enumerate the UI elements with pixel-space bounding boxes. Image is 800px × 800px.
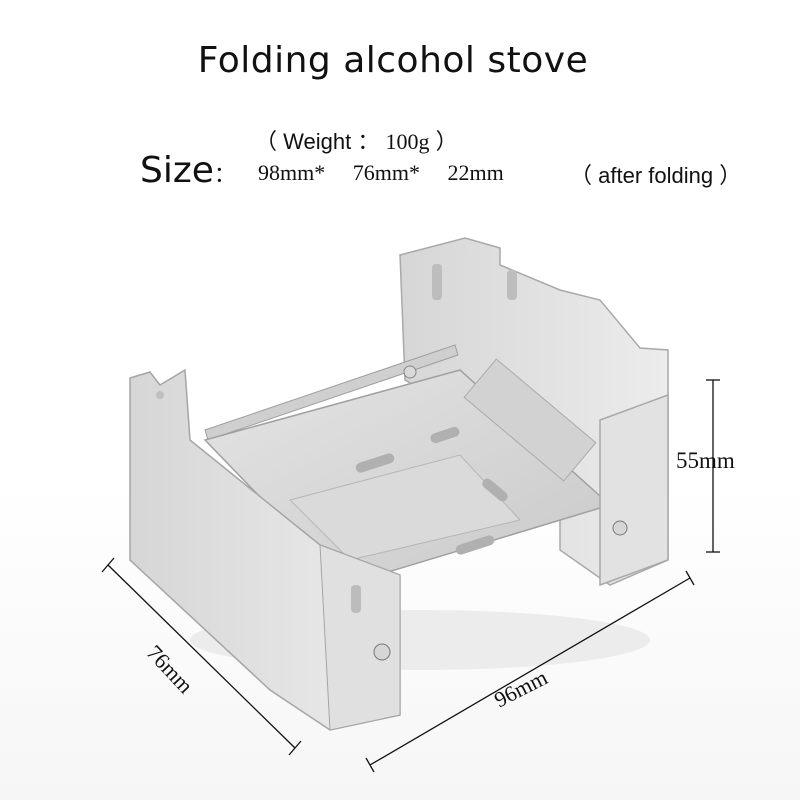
size-values: 98mm* 76mm* 22mm (258, 160, 526, 186)
size-dim-2: 76mm* (352, 160, 420, 185)
size-label-group: Size： (140, 150, 236, 191)
folding-note-text: after folding (598, 163, 714, 188)
weight-close-paren: ） (435, 129, 458, 154)
rivet-top (403, 365, 417, 379)
stove-right-leg (599, 393, 669, 587)
tray-slot-2 (430, 426, 460, 444)
folding-note: （ after folding ） (570, 158, 741, 190)
back-slot-1 (432, 264, 442, 300)
tray-slot-4 (455, 535, 495, 555)
stove-front-plate (319, 544, 401, 731)
stove-top-bar (204, 344, 459, 441)
folding-note-open-paren: （ (570, 163, 593, 188)
front-slot-1 (351, 585, 361, 613)
size-label: Size (140, 150, 214, 191)
size-colon: ： (213, 163, 236, 188)
tray-side-plate (463, 358, 597, 482)
rivet-right (612, 520, 628, 536)
folding-note-close-paren: ） (719, 163, 742, 188)
weight-line: （ Weight ： 100g ） (255, 124, 458, 156)
size-dim-3: 22mm (447, 160, 504, 185)
left-hole (156, 391, 164, 399)
dimension-lines (101, 379, 720, 773)
back-slot-2 (507, 270, 517, 300)
size-dim-1: 98mm* (258, 160, 326, 185)
weight-separator: ： (357, 129, 380, 154)
dim-line-96 (369, 577, 691, 766)
height-dimension-label: 55mm (676, 448, 735, 473)
rivet-front (373, 643, 391, 661)
tray-slot-1 (355, 453, 395, 473)
tray-slot-3 (482, 478, 508, 502)
product-title: Folding alcohol stove (197, 40, 589, 81)
weight-open-paren: （ (255, 129, 278, 154)
weight-value: 100g (385, 129, 430, 154)
stove-tray-inner (289, 454, 521, 561)
dim-line-76 (107, 564, 296, 749)
weight-label: Weight (283, 129, 352, 154)
